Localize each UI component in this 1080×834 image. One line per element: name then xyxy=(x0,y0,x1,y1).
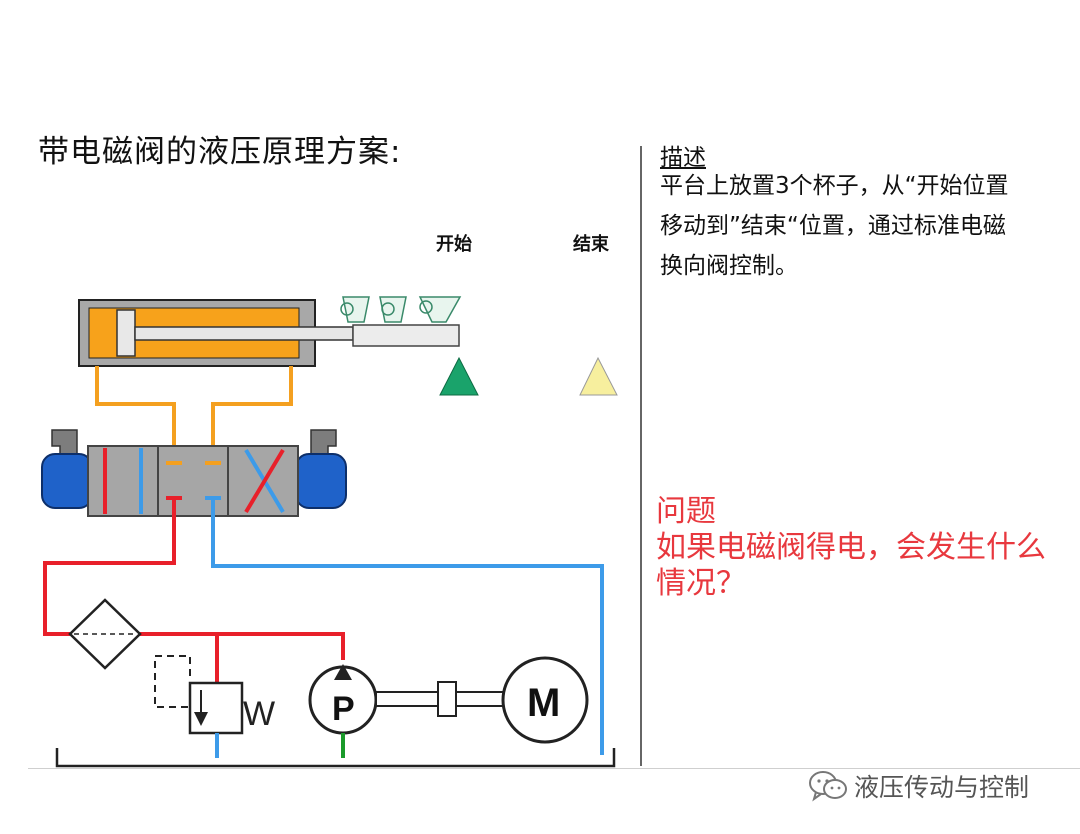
hydraulic-cylinder xyxy=(78,299,460,367)
start-marker xyxy=(439,356,479,396)
wechat-icon xyxy=(809,771,847,802)
left-solenoid xyxy=(41,453,93,509)
pump-label: P xyxy=(332,690,355,728)
cups-on-platform xyxy=(340,296,462,323)
right-solenoid xyxy=(295,453,347,509)
return-line xyxy=(211,498,604,755)
section-divider xyxy=(640,146,642,766)
description-text: 平台上放置3个杯子，从“开始位置移动到”结束“位置，通过标准电磁换向阀控制。 xyxy=(660,173,1009,279)
start-label: 开始 xyxy=(436,233,472,254)
tank xyxy=(55,748,616,768)
filter xyxy=(68,598,142,670)
footer-divider xyxy=(28,768,1080,769)
motor: M xyxy=(501,656,589,744)
motor-label: M xyxy=(527,681,560,725)
description-heading: 描述 xyxy=(660,145,706,171)
end-marker xyxy=(579,356,618,396)
pump: P xyxy=(308,664,378,758)
question-block: 问题 如果电磁阀得电，会发生什么情况？ xyxy=(656,494,1066,602)
question-text: 如果电磁阀得电，会发生什么情况？ xyxy=(656,530,1046,601)
pressure-line xyxy=(43,498,345,683)
watermark-text: 液压传动与控制 xyxy=(854,773,1030,802)
cylinder-lines xyxy=(95,366,293,461)
question-heading: 问题 xyxy=(656,494,716,529)
end-label: 结束 xyxy=(573,233,610,254)
page-title: 带电磁阀的液压原理方案: xyxy=(38,134,402,170)
pressure-relief-valve: W xyxy=(154,655,275,758)
solenoid-directional-valve xyxy=(41,429,347,517)
spring-symbol: W xyxy=(243,695,275,733)
watermark: 液压传动与控制 xyxy=(808,768,1029,804)
coupling-shaft xyxy=(375,681,507,717)
